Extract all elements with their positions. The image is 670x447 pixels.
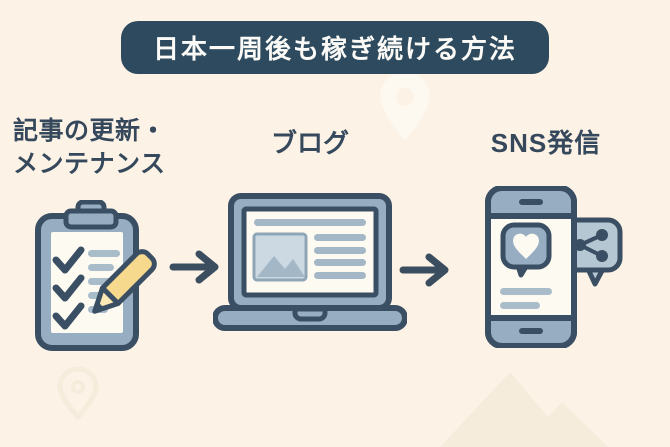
heart-icon	[513, 233, 539, 259]
heart-bubble-icon	[500, 222, 552, 278]
arrow-right-icon	[169, 250, 219, 284]
small-pin-watermark	[57, 366, 99, 421]
clipboard-checklist-pencil-icon	[35, 200, 157, 351]
smartphone-heart-share-icon	[485, 186, 623, 348]
step-label-blog: ブログ	[270, 128, 349, 158]
title-text: 日本一周後も稼ぎ続ける方法	[152, 34, 518, 64]
step-label-maintenance: 記事の更新・ メンテナンス	[13, 117, 167, 178]
speaker-icon	[519, 199, 543, 205]
pencil-icon	[92, 249, 157, 314]
step-label-sns: SNS発信	[490, 128, 602, 158]
mountain-watermark	[440, 372, 608, 447]
home-button-icon	[519, 328, 543, 334]
arrow-right-icon	[399, 253, 449, 287]
laptop-blog-page-icon	[213, 193, 407, 331]
title-banner: 日本一周後も稼ぎ続ける方法	[120, 21, 550, 74]
